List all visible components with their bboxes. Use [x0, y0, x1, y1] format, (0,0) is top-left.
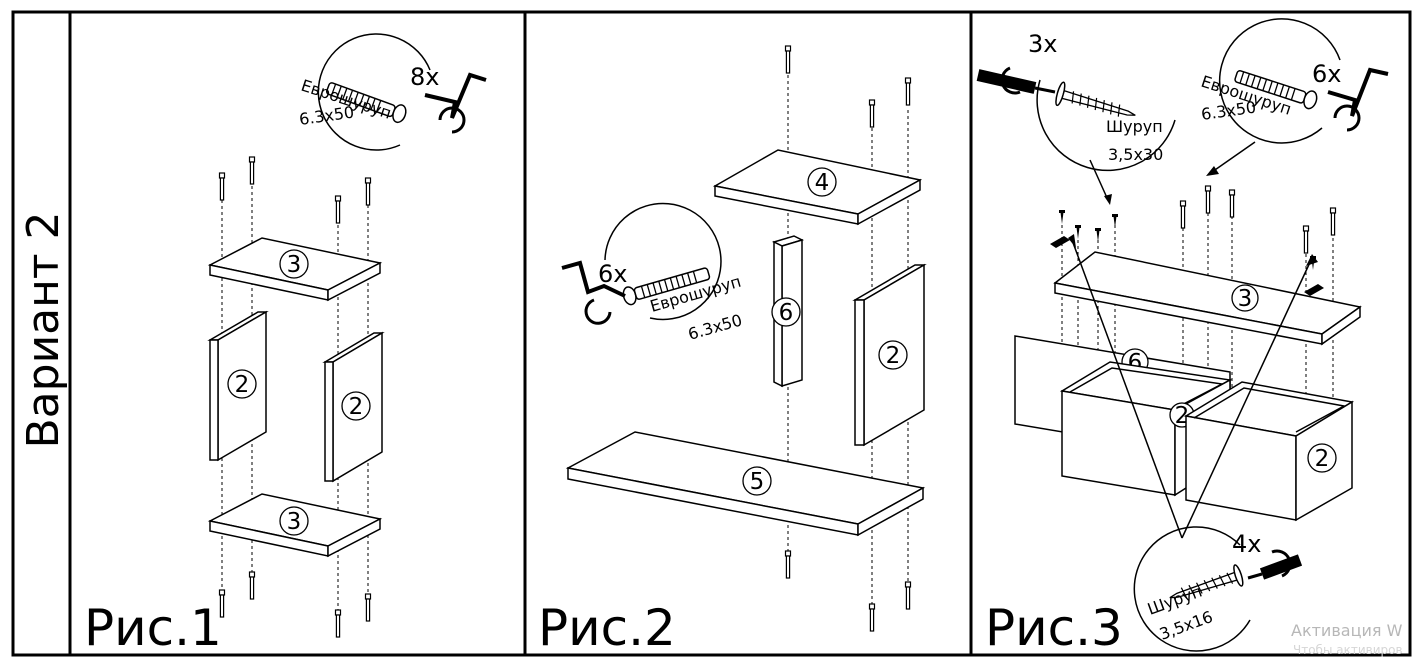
board-3	[1053, 251, 1362, 346]
bolt-count: 8x	[410, 63, 439, 91]
hex-key-icon	[424, 72, 487, 134]
figure-2: 6x Еврошуруп 6.3x50 4	[538, 45, 927, 657]
bolt	[784, 45, 792, 74]
bolt-size: 6.3x50	[298, 102, 355, 129]
os-activation-watermark: Активация W	[1291, 621, 1403, 640]
bolt	[364, 593, 372, 622]
bolt	[868, 99, 876, 128]
small-screw	[1095, 228, 1101, 242]
svg-text:2: 2	[886, 343, 901, 369]
svg-text:4: 4	[815, 170, 830, 196]
small-screw	[1075, 225, 1081, 239]
bolt	[868, 603, 876, 632]
bolt	[334, 195, 342, 224]
small-screw	[1112, 214, 1118, 228]
screw-name: Шуруп	[1106, 117, 1163, 136]
part-number-4: 4	[807, 167, 837, 197]
eurobolt-callout: 8x Еврошуруп 6.3x50	[298, 33, 487, 151]
eurobolt-icon	[1234, 70, 1318, 110]
arrow-head	[1306, 254, 1318, 266]
bolt	[248, 156, 256, 185]
corner-bracket	[1050, 236, 1070, 248]
bolt	[904, 77, 912, 106]
figure-3: 3x Шуруп 3,5x30 6x Еврошуруп 6.3x50	[976, 18, 1389, 657]
svg-text:2: 2	[1315, 446, 1330, 472]
page-frame	[11, 10, 1412, 657]
bolt	[1329, 207, 1337, 236]
screw-size: 3,5x30	[1108, 145, 1163, 164]
bolt	[1302, 225, 1310, 254]
bolt-size: 6.3x50	[1200, 97, 1257, 124]
svg-text:2: 2	[349, 394, 364, 420]
svg-text:6: 6	[779, 300, 794, 326]
bolt-size: 6.3x50	[686, 310, 744, 344]
small-screw	[1059, 210, 1065, 224]
hex-key-icon	[561, 260, 626, 325]
part-number-3: 3	[1231, 284, 1259, 312]
bolt	[1179, 200, 1187, 229]
part-number-2: 2	[227, 369, 257, 399]
bolt	[904, 581, 912, 610]
part-number-6: 6	[771, 297, 801, 327]
figure-caption: Рис.1	[84, 599, 222, 657]
eurobolt-callout: 6x Еврошуруп 6.3x50	[561, 202, 744, 344]
svg-text:5: 5	[750, 469, 765, 495]
svg-text:2: 2	[235, 372, 250, 398]
bolt	[334, 609, 342, 638]
svg-text:3: 3	[1238, 286, 1253, 312]
variant-label: Вариант 2	[18, 211, 69, 448]
bolt	[1204, 185, 1212, 214]
eurobolt-icon	[325, 82, 407, 124]
part-number-5: 5	[742, 466, 772, 496]
screwdriver-icon	[1247, 549, 1303, 580]
eurobolt-icon	[622, 267, 711, 306]
svg-text:3: 3	[287, 509, 302, 535]
bolt	[1228, 189, 1236, 218]
figure-caption: Рис.2	[538, 599, 676, 657]
part-number-2: 2	[1307, 443, 1337, 473]
bolt-count: 6x	[598, 260, 627, 288]
screw-callout: 4x Шуруп 3,5x16	[1133, 526, 1303, 652]
screwdriver-icon	[976, 66, 1056, 95]
bolt	[784, 550, 792, 579]
os-activation-watermark-sub: Чтобы активиров	[1293, 643, 1403, 657]
part-number-2: 2	[341, 391, 371, 421]
bolt	[218, 172, 226, 201]
box-2-right	[1183, 381, 1355, 522]
arrow-head	[1068, 234, 1076, 248]
screw-count: 4x	[1232, 530, 1261, 558]
screw-icon	[1055, 81, 1136, 117]
corner-bracket	[1304, 284, 1324, 296]
bolt	[364, 177, 372, 206]
svg-text:3: 3	[287, 252, 302, 278]
eurobolt-callout: 6x Еврошуруп 6.3x50	[1199, 18, 1389, 176]
screw-callout: 3x Шуруп 3,5x30	[976, 30, 1176, 205]
hex-key-icon	[1327, 67, 1389, 132]
screw-count: 3x	[1028, 30, 1057, 58]
bolt-count: 6x	[1312, 60, 1341, 88]
figure-caption: Рис.3	[985, 599, 1123, 657]
part-number-2: 2	[878, 340, 908, 370]
bolt	[248, 571, 256, 600]
screw-icon	[1169, 564, 1244, 599]
part-number-3: 3	[279, 249, 309, 279]
pointer-lines	[1071, 239, 1313, 539]
part-number-3: 3	[279, 506, 309, 536]
figure-1: 8x Еврошуруп 6.3x50 3	[84, 33, 487, 657]
